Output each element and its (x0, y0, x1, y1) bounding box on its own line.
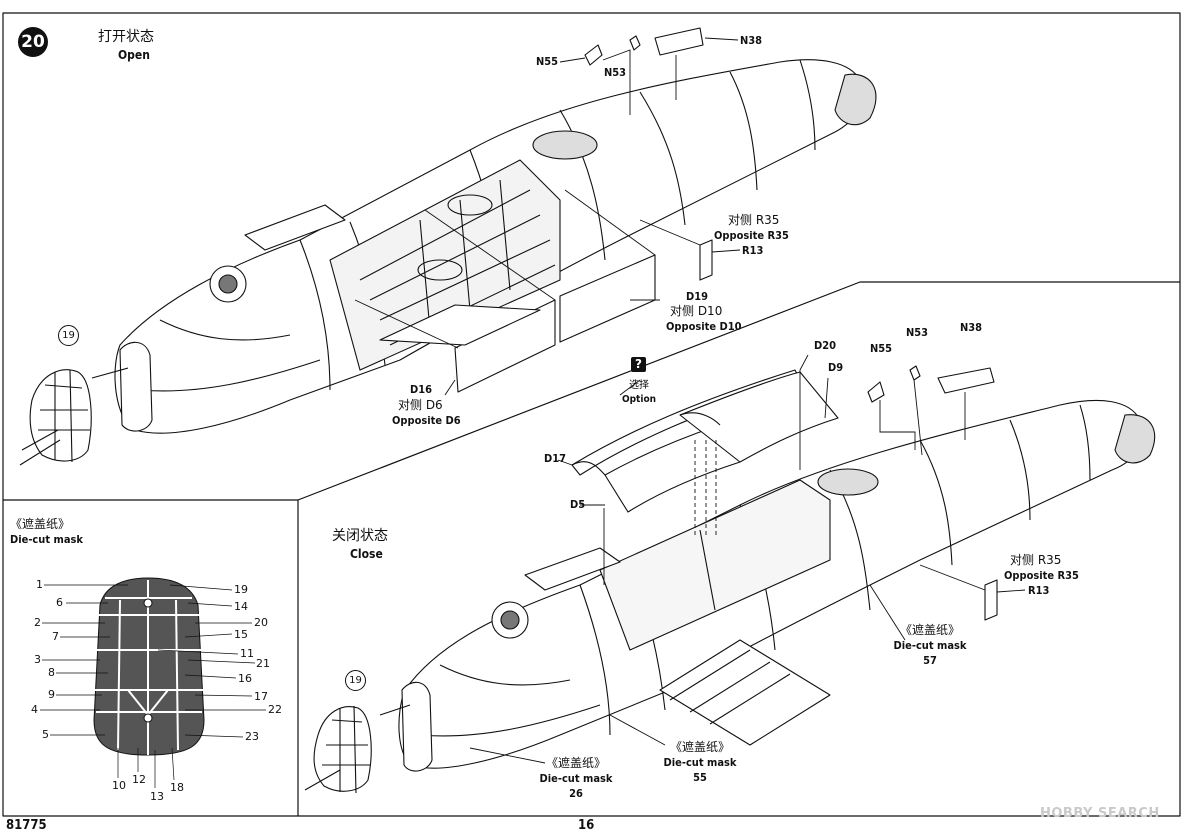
mask-number: 17 (254, 690, 268, 703)
mask-number: 2 (34, 616, 41, 629)
mask-callout-26-num: 26 (569, 787, 583, 800)
die-cut-mask-diagram (93, 577, 205, 756)
part-label-d20: D20 (814, 339, 836, 352)
part-label-n53-close: N53 (906, 326, 929, 339)
mask-number: 1 (36, 578, 43, 591)
part-label-d6-cn: 对侧 D6 (398, 398, 443, 412)
subassembly-ref-19-close: 19 (345, 670, 366, 691)
close-view-aircraft (304, 365, 1156, 794)
mask-panel-title-en: Die-cut mask (10, 533, 83, 546)
page-frame (2, 12, 1181, 817)
kit-code: 81775 (6, 818, 47, 833)
part-label-d6-en: Opposite D6 (392, 414, 461, 427)
mask-callout-57-num: 57 (923, 654, 937, 667)
mask-callout-55-num: 55 (693, 771, 707, 784)
close-title-cn: 关闭状态 (332, 528, 388, 544)
close-title-en: Close (350, 547, 383, 561)
page-number: 16 (578, 818, 595, 833)
mask-panel-title-cn: 《遮盖纸》 (10, 517, 71, 531)
mask-number: 7 (52, 630, 59, 643)
part-label-d17: D17 (544, 452, 566, 465)
mask-number: 20 (254, 616, 268, 629)
part-label-n53-open: N53 (604, 66, 627, 79)
mask-number: 5 (42, 728, 49, 741)
open-view-leaders (354, 37, 741, 396)
part-label-n55-open: N55 (536, 55, 559, 68)
part-label-r35-cn-open: 对侧 R35 (728, 213, 780, 227)
mask-number: 23 (245, 730, 259, 743)
mask-number: 6 (56, 596, 63, 609)
part-label-n38-close: N38 (960, 321, 983, 334)
option-label-cn: 选择 (629, 380, 649, 391)
mask-number: 4 (31, 703, 38, 716)
section-divider (3, 281, 1180, 501)
option-label-en: Option (621, 394, 657, 405)
mask-callout-57-cn: 《遮盖纸》 (899, 623, 961, 637)
part-label-d16: D16 (410, 383, 432, 396)
mask-number: 21 (256, 657, 270, 670)
mask-number: 19 (234, 583, 248, 596)
step-number-badge: 20 (18, 27, 48, 57)
part-label-r13-open: R13 (742, 244, 764, 257)
mask-number: 13 (150, 790, 164, 803)
part-label-d10-en: Opposite D10 (666, 320, 742, 333)
part-label-d19: D19 (686, 290, 708, 303)
mask-number: 22 (268, 703, 282, 716)
mask-number: 11 (240, 647, 254, 660)
mask-number: 16 (238, 672, 252, 685)
close-view-leaders (469, 354, 1026, 764)
mask-number: 18 (170, 781, 184, 794)
mask-number: 9 (48, 688, 55, 701)
part-label-d9: D9 (828, 361, 844, 374)
open-title-cn: 打开状态 (98, 29, 154, 45)
part-label-r13-close: R13 (1028, 584, 1050, 597)
mask-callout-26-cn: 《遮盖纸》 (545, 756, 607, 770)
part-label-r35-en-close: Opposite R35 (1004, 569, 1079, 582)
part-label-d10-cn: 对侧 D10 (670, 304, 723, 318)
watermark-text: HOBBY SEARCH (1040, 806, 1160, 821)
option-question-icon: ? (631, 357, 646, 372)
mask-callout-57-en: Die-cut mask (893, 639, 967, 652)
mask-number: 3 (34, 653, 41, 666)
open-title-en: Open (118, 48, 150, 62)
part-label-r35-cn-close: 对侧 R35 (1010, 553, 1062, 567)
mask-number: 12 (132, 773, 146, 786)
mask-leaders (40, 584, 266, 788)
mask-number: 15 (234, 628, 248, 641)
mask-callout-26-en: Die-cut mask (539, 772, 613, 785)
open-view-aircraft (19, 27, 877, 466)
mask-callout-55-en: Die-cut mask (663, 756, 737, 769)
mask-number: 14 (234, 600, 248, 613)
part-label-n55-close: N55 (870, 342, 893, 355)
mask-callout-55-cn: 《遮盖纸》 (669, 740, 731, 754)
subassembly-ref-19-open: 19 (58, 325, 79, 346)
mask-number: 10 (112, 779, 126, 792)
part-label-r35-en-open: Opposite R35 (714, 229, 789, 242)
part-label-d5: D5 (570, 498, 586, 511)
mask-number: 8 (48, 666, 55, 679)
part-label-n38-open: N38 (740, 34, 763, 47)
